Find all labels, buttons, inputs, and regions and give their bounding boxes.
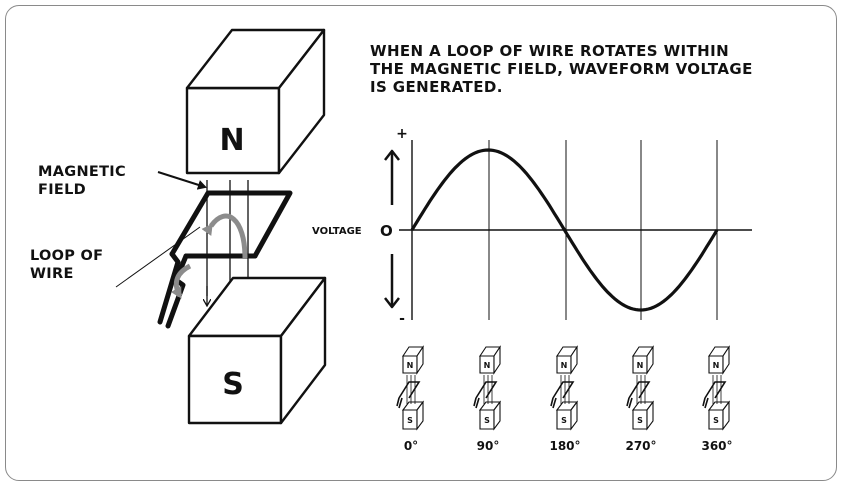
- stage-south-label: S: [713, 416, 719, 425]
- stage-angle-label: 270°: [625, 439, 656, 453]
- stage-south-label: S: [561, 416, 567, 425]
- stage-south-label: S: [484, 416, 490, 425]
- stage-south-label: S: [637, 416, 643, 425]
- stage-angle-label: 180°: [549, 439, 580, 453]
- stage-north-label: N: [561, 361, 568, 370]
- stage-angle-label: 360°: [701, 439, 732, 453]
- stage-angle-label: 90°: [477, 439, 500, 453]
- stage-angle-label: 0°: [404, 439, 418, 453]
- stage-north-label: N: [713, 361, 720, 370]
- stage-north-label: N: [637, 361, 644, 370]
- stage-north-label: N: [407, 361, 414, 370]
- stage-south-label: S: [407, 416, 413, 425]
- stage-north-label: N: [484, 361, 491, 370]
